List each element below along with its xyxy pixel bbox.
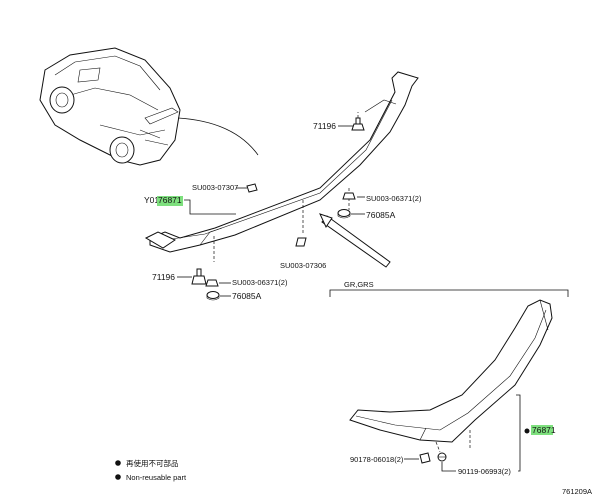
svg-text:76871: 76871: [158, 195, 182, 205]
label-bolt-a: 90178-06018(2): [350, 455, 404, 464]
clip-mid-icon: [295, 237, 307, 247]
label-cushion-right: 76085A: [366, 210, 396, 220]
label-nut-left: SU003-06371(2): [232, 278, 288, 287]
legend: 再使用不可部品 Non-reusable part: [115, 458, 187, 482]
cushion-right-icon: [337, 209, 351, 219]
bolt-b-icon: [437, 452, 447, 462]
clip-top-icon: [246, 183, 258, 193]
label-spoiler-main: Y01 76871: [144, 195, 183, 206]
svg-text:76871: 76871: [532, 425, 556, 435]
label-nut-top-right: SU003-06371(2): [366, 194, 422, 203]
label-cushion-left: 76085A: [232, 291, 262, 301]
label-stud-left: 71196: [152, 272, 175, 282]
bolt-a-icon: [419, 452, 431, 464]
spoiler-main: [144, 71, 419, 253]
nut-left-icon: [205, 279, 219, 287]
label-grade: GR,GRS: [344, 280, 374, 289]
label-spoiler-gr: 76871: [524, 425, 556, 435]
drawing-number: 761209A: [562, 487, 592, 496]
svg-text:Y01: Y01: [144, 195, 159, 205]
stud-top-icon: [351, 117, 365, 131]
legend-reuse-en: Non-reusable part: [126, 473, 187, 482]
spoiler-gr: [349, 299, 553, 443]
cushion-left-icon: [206, 291, 220, 301]
stud-left-icon: [191, 268, 207, 285]
label-stud-top: 71196: [313, 121, 336, 131]
legend-reuse-cn: 再使用不可部品: [126, 458, 179, 468]
car-illustration: [39, 47, 181, 166]
leader-car-to-spoiler: [177, 117, 259, 156]
nut-top-right-icon: [342, 192, 356, 200]
label-clip-top: SU003-07307: [192, 183, 238, 192]
label-clip-mid: SU003-07306: [280, 261, 326, 270]
label-bolt-b: 90119-06993(2): [458, 467, 511, 476]
